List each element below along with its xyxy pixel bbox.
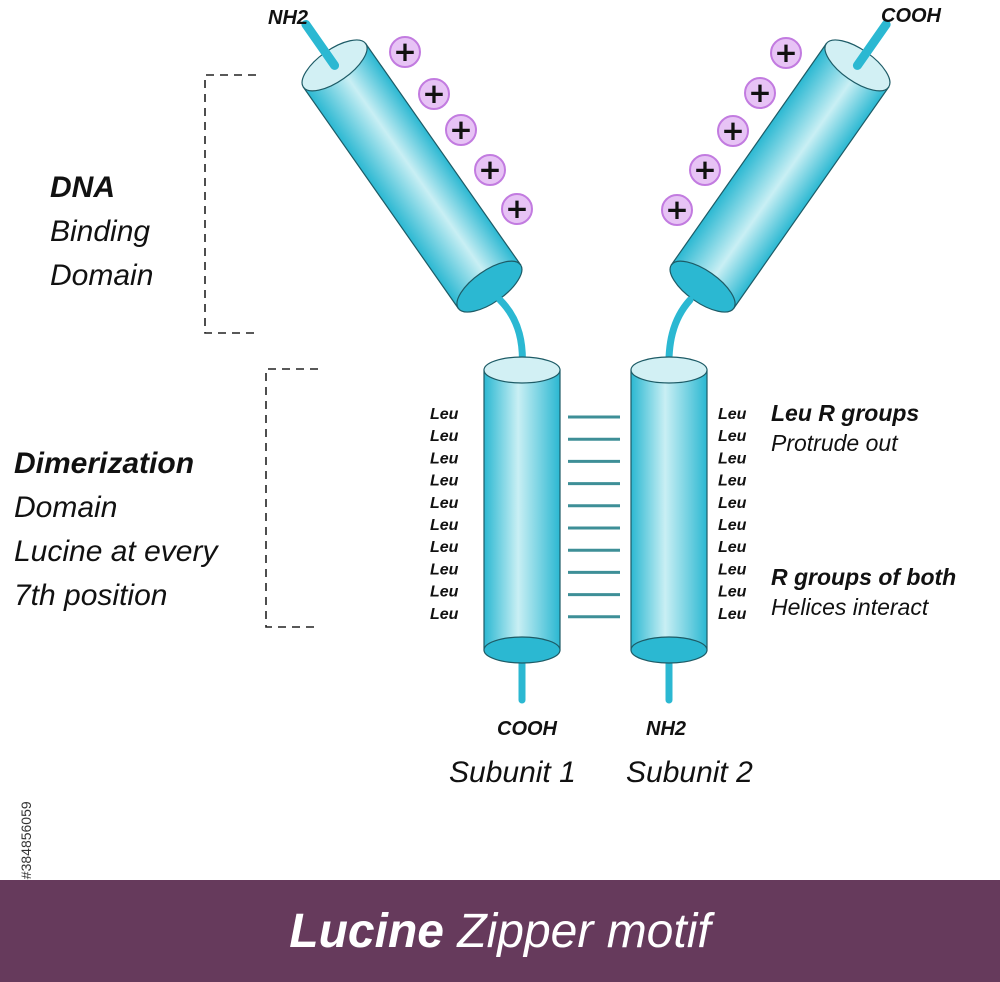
- plus-icon: +: [478, 153, 501, 186]
- subunit-2-helix: [630, 356, 708, 704]
- plus-icon: +: [774, 36, 797, 69]
- leu-label-left: Leu: [430, 473, 459, 490]
- dimerization-line-position: 7th position: [14, 579, 168, 612]
- banner-title-rest: Zipper motif: [443, 905, 711, 958]
- banner-title-bold: Lucine: [289, 905, 444, 958]
- zipper-lines: [568, 415, 620, 619]
- leu-label-right: Leu: [718, 606, 747, 623]
- positive-charge-icon: [689, 154, 721, 186]
- leu-label-right: Leu: [718, 517, 747, 534]
- subunit-1-label: Subunit 1: [449, 756, 576, 789]
- dimerization-line-lucine: Lucine at every: [14, 535, 218, 568]
- plus-icon: +: [393, 35, 416, 68]
- r-groups-text: Protrude out: [771, 430, 898, 456]
- positive-charge-icon: [717, 115, 749, 147]
- leu-label-right: Leu: [718, 539, 747, 556]
- positive-charge-icon: [474, 154, 506, 186]
- positive-charge-icon: [770, 37, 802, 69]
- left-positive-charges: +++++: [389, 35, 533, 225]
- leu-label-right: Leu: [718, 561, 747, 578]
- plus-icon: +: [721, 114, 744, 147]
- plus-icon: +: [449, 113, 472, 146]
- r-groups-note: Leu R groups Protrude out: [771, 398, 919, 458]
- dimerization-title: Dimerization: [14, 447, 195, 480]
- right-dna-binding-helix: [669, 19, 891, 313]
- plus-icon: +: [748, 76, 771, 109]
- leu-label-left: Leu: [430, 561, 459, 578]
- positive-charge-icon: [418, 78, 450, 110]
- leu-label-left: Leu: [430, 539, 459, 556]
- dimerization-line-domain: Domain: [14, 491, 118, 524]
- right-positive-charges: +++++: [661, 36, 802, 226]
- interact-title: R groups of both: [771, 564, 957, 590]
- leu-label-right: Leu: [718, 406, 747, 423]
- leu-label-right: Leu: [718, 584, 747, 601]
- leu-label-left: Leu: [430, 428, 459, 445]
- nh2-bottom-label: NH2: [646, 718, 686, 740]
- dna-domain-bracket: [204, 74, 256, 334]
- cooh-top-label: COOH: [881, 5, 942, 27]
- dna-title: DNA: [50, 171, 115, 204]
- dna-binding-domain-label: DNA Binding Domain: [50, 166, 153, 298]
- leu-label-left: Leu: [430, 584, 459, 601]
- leu-label-left: Leu: [430, 495, 459, 512]
- plus-icon: +: [693, 153, 716, 186]
- banner-title: Lucine Zipper motif: [0, 904, 1000, 960]
- left-dna-binding-helix: [301, 19, 523, 313]
- plus-icon: +: [422, 77, 445, 110]
- dimerization-domain-label: Dimerization Domain Lucine at every 7th …: [14, 442, 217, 618]
- leu-label-left: Leu: [430, 606, 459, 623]
- leu-label-left: Leu: [430, 406, 459, 423]
- positive-charge-icon: [445, 114, 477, 146]
- positive-charge-icon: [744, 77, 776, 109]
- r-groups-title: Leu R groups: [771, 400, 920, 426]
- leu-label-left: Leu: [430, 450, 459, 467]
- nh2-top-label: NH2: [268, 7, 308, 29]
- cooh-bottom-label: COOH: [497, 718, 558, 740]
- leu-label-right: Leu: [718, 473, 747, 490]
- subunit-1-helix: [483, 356, 561, 704]
- plus-icon: +: [665, 193, 688, 226]
- helices-interact-note: R groups of both Helices interact: [771, 562, 956, 622]
- positive-charge-icon: [389, 36, 421, 68]
- dna-line-domain: Domain: [50, 259, 154, 292]
- leu-label-right: Leu: [718, 428, 747, 445]
- positive-charge-icon: [501, 193, 533, 225]
- dimerization-domain-bracket: [265, 368, 318, 628]
- subunit-2-label: Subunit 2: [626, 756, 753, 789]
- leu-label-left: Leu: [430, 517, 459, 534]
- dna-line-binding: Binding: [50, 215, 151, 248]
- leucine-zipper-diagram: +++++ +++++ LeuLeuLeuLeuLeuLeuLeuLeuLeuL…: [204, 5, 942, 789]
- leu-label-right: Leu: [718, 450, 747, 467]
- plus-icon: +: [505, 192, 528, 225]
- positive-charge-icon: [661, 194, 693, 226]
- title-banner: Lucine Zipper motif: [0, 880, 1000, 982]
- interact-text: Helices interact: [771, 594, 929, 620]
- leu-label-right: Leu: [718, 495, 747, 512]
